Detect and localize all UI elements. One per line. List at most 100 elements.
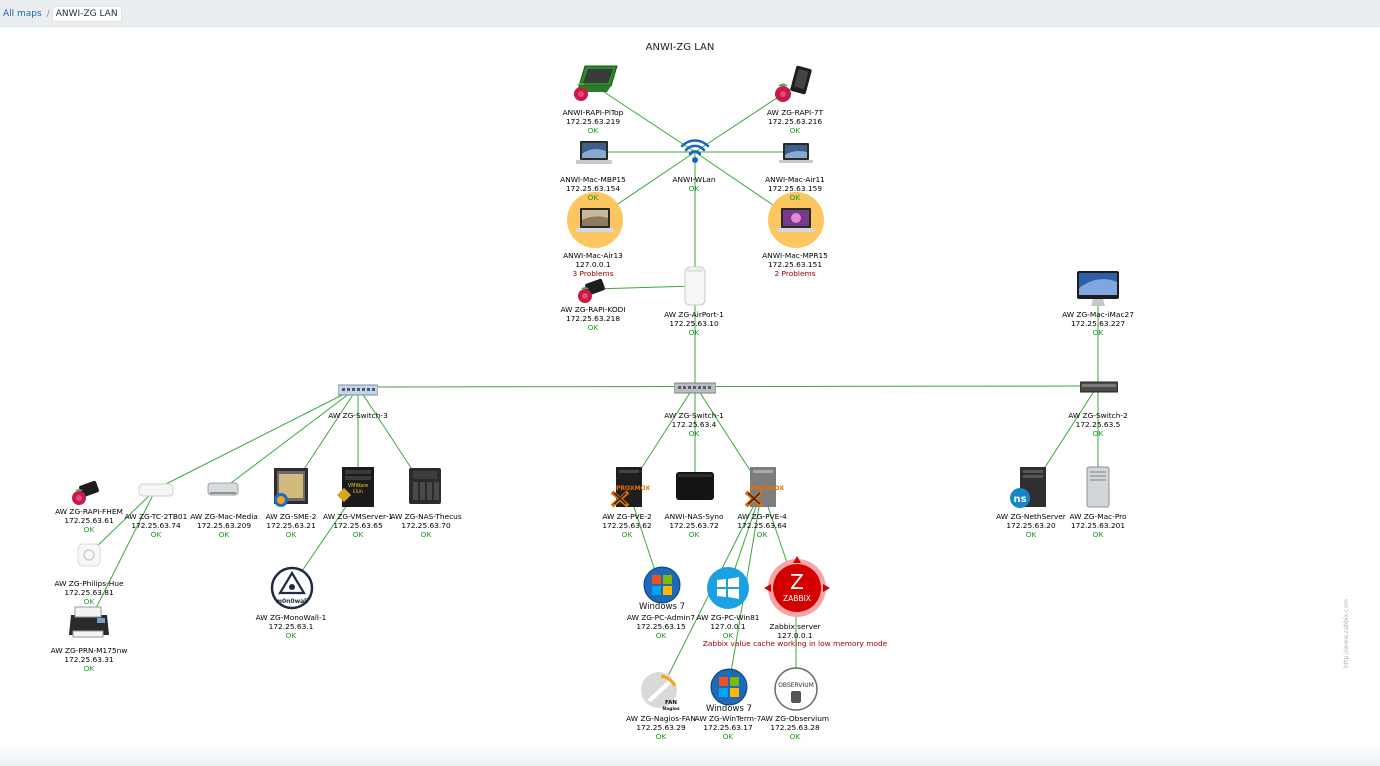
host-ip: 172.25.63.227 bbox=[1070, 319, 1126, 328]
host-status: OK bbox=[789, 193, 801, 202]
node-label-win81: AW ZG-PC-Win81 127.0.0.1 OK bbox=[663, 613, 793, 640]
host-status: OK bbox=[722, 732, 734, 741]
laptop-icon[interactable] bbox=[566, 192, 624, 252]
nagios-fan-icon[interactable]: FAN Nagios bbox=[639, 670, 683, 716]
host-name: ANWI-NAS-Syno bbox=[664, 512, 724, 521]
host-name: AW ZG-NAS-Thecus bbox=[390, 512, 462, 521]
host-ip: 172.25.63.72 bbox=[669, 521, 719, 530]
node-label-imac27: AW ZG-Mac-iMac27 172.25.63.227 OK bbox=[1033, 310, 1163, 337]
host-ip: 127.0.0.1 bbox=[575, 260, 611, 269]
windows7-icon[interactable]: Windows 7 bbox=[706, 668, 752, 718]
host-ip: 172.25.63.1 bbox=[268, 622, 314, 631]
host-name: AW ZG-PC-Admin7 bbox=[626, 613, 696, 622]
host-status: OK bbox=[83, 664, 95, 673]
host-name: AW ZG-WinTerm-7 bbox=[694, 714, 762, 723]
node-label-winterm: AW ZG-WinTerm-7 172.25.63.17 OK bbox=[663, 714, 793, 741]
vmware-server-icon[interactable]: VMWare ESXi bbox=[336, 466, 376, 512]
node-label-sme2: AW ZG-SME-2 172.25.63.21 OK bbox=[226, 512, 356, 539]
host-ip: 172.25.63.70 bbox=[401, 521, 451, 530]
laptop-icon[interactable] bbox=[576, 140, 612, 170]
switch-icon[interactable] bbox=[673, 379, 717, 398]
host-name: ANWI-Mac-Air11 bbox=[765, 175, 825, 184]
raspberry-pi-laptop-icon[interactable] bbox=[571, 64, 619, 108]
host-name: AW ZG-MonoWall-1 bbox=[255, 613, 327, 622]
host-name: ANWI-Mac-MPR15 bbox=[762, 251, 828, 260]
host-ip: 172.25.63.15 bbox=[636, 622, 686, 631]
host-status: OK bbox=[218, 530, 230, 539]
proxmox-icon[interactable]: PROXMOX bbox=[740, 466, 786, 514]
host-status[interactable]: 2 Problems bbox=[774, 269, 816, 278]
mac-pro-icon[interactable] bbox=[1085, 466, 1111, 512]
host-name: AW ZG-Switch-1 bbox=[664, 411, 724, 420]
host-name: AW ZG-Switch-3 bbox=[328, 411, 388, 420]
nethserver-icon[interactable]: ns bbox=[1008, 466, 1050, 514]
host-name: AW ZG-PRN-M175nw bbox=[50, 646, 128, 655]
host-name: AW ZG-VMServer-1 bbox=[323, 512, 393, 521]
host-ip: 172.25.63.218 bbox=[565, 314, 621, 323]
nas-icon[interactable] bbox=[675, 470, 715, 506]
laptop-icon[interactable] bbox=[779, 142, 813, 170]
breadcrumb-all-maps[interactable]: All maps bbox=[3, 9, 42, 19]
imac-icon[interactable] bbox=[1076, 270, 1120, 312]
node-label-hue: AW ZG-Philips-Hue 172.25.63.81 OK bbox=[24, 579, 154, 606]
airport-icon[interactable] bbox=[684, 266, 706, 310]
hue-bridge-icon[interactable] bbox=[77, 543, 101, 571]
host-ip: 172.25.63.31 bbox=[64, 655, 114, 664]
host-ip: 172.25.63.201 bbox=[1070, 521, 1126, 530]
time-capsule-icon[interactable] bbox=[138, 482, 174, 502]
server-icon[interactable] bbox=[270, 466, 312, 512]
zabbix-logo-text: ZABBIX bbox=[783, 594, 811, 603]
switch-icon[interactable] bbox=[337, 381, 379, 400]
raspberry-pi-tablet-icon[interactable] bbox=[771, 64, 819, 110]
host-name: AW ZG-Mac-iMac27 bbox=[1062, 310, 1134, 319]
proxmox-logo: PROXMOX bbox=[750, 485, 784, 492]
switch-icon[interactable] bbox=[1079, 379, 1119, 398]
wifi-icon[interactable] bbox=[678, 134, 712, 168]
observium-icon[interactable]: OBSERVIUM bbox=[774, 667, 818, 715]
windows8-icon[interactable] bbox=[706, 566, 750, 614]
monowall-icon[interactable]: m0n0wall bbox=[270, 566, 314, 614]
node-label-nagios: AW ZG-Nagios-FAN 172.25.63.29 OK bbox=[596, 714, 726, 741]
raspberry-pi-icon[interactable] bbox=[70, 479, 100, 511]
host-name: AW ZG-PC-Win81 bbox=[696, 613, 760, 622]
top-bar: All maps / ANWI-ZG LAN bbox=[0, 0, 1380, 27]
host-name: AW ZG-SME-2 bbox=[265, 512, 317, 521]
host-status: OK bbox=[789, 126, 801, 135]
map-title: ANWI-ZG LAN bbox=[645, 42, 715, 53]
breadcrumb-separator: / bbox=[46, 9, 50, 19]
host-ip: 172.25.63.81 bbox=[64, 588, 114, 597]
zabbix-watermark: http://www.zabbix.com bbox=[1343, 599, 1350, 668]
node-label-mpr15: ANWI-Mac-MPR15 172.25.63.151 2 Problems bbox=[730, 251, 860, 278]
host-status: OK bbox=[420, 530, 432, 539]
node-label-airport: AW ZG-AirPort-1 172.25.63.10 OK bbox=[629, 310, 759, 337]
host-status: OK bbox=[688, 184, 700, 193]
zabbix-icon[interactable]: Z ZABBIX bbox=[764, 556, 830, 624]
host-status: OK bbox=[621, 530, 633, 539]
host-status: OK bbox=[587, 126, 599, 135]
windows7-logo: Windows 7 bbox=[706, 704, 752, 714]
host-name: ANWI-Mac-MBP15 bbox=[560, 175, 626, 184]
host-ip: 172.25.63.61 bbox=[64, 516, 114, 525]
proxmox-logo: PROXMOX bbox=[616, 485, 650, 492]
nas-icon[interactable] bbox=[407, 466, 443, 510]
node-label-pitop: ANWI-RAPI-PiTop 172.25.63.219 OK bbox=[528, 108, 658, 135]
node-problem-zabbix: Zabbix value cache working in low memory… bbox=[685, 639, 905, 648]
laptop-icon[interactable] bbox=[767, 192, 825, 252]
host-name: AW ZG-Nagios-FAN bbox=[626, 714, 696, 723]
host-name: AW ZG-NethServer bbox=[996, 512, 1066, 521]
proxmox-icon[interactable]: PROXMOX bbox=[606, 466, 652, 514]
host-status: OK bbox=[1092, 530, 1104, 539]
windows7-icon[interactable]: Windows 7 bbox=[639, 566, 685, 616]
raspberry-pi-icon[interactable] bbox=[576, 277, 606, 309]
host-status: OK bbox=[150, 530, 162, 539]
host-ip: 172.25.63.21 bbox=[266, 521, 316, 530]
problem-message[interactable]: Zabbix value cache working in low memory… bbox=[702, 639, 888, 648]
node-label-vmserver: AW ZG-VMServer-1 172.25.63.65 OK bbox=[293, 512, 423, 539]
node-label-pve4: AW ZG-PVE-4 172.25.63.64 OK bbox=[697, 512, 827, 539]
printer-icon[interactable] bbox=[67, 603, 111, 645]
breadcrumb-current-map[interactable]: ANWI-ZG LAN bbox=[51, 6, 122, 22]
node-label-switch1: AW ZG-Switch-1 172.25.63.4 OK bbox=[629, 411, 759, 438]
mac-mini-icon[interactable] bbox=[207, 481, 239, 501]
host-status[interactable]: 3 Problems bbox=[572, 269, 614, 278]
node-label-macpro: AW ZG-Mac-Pro 172.25.63.201 OK bbox=[1033, 512, 1163, 539]
